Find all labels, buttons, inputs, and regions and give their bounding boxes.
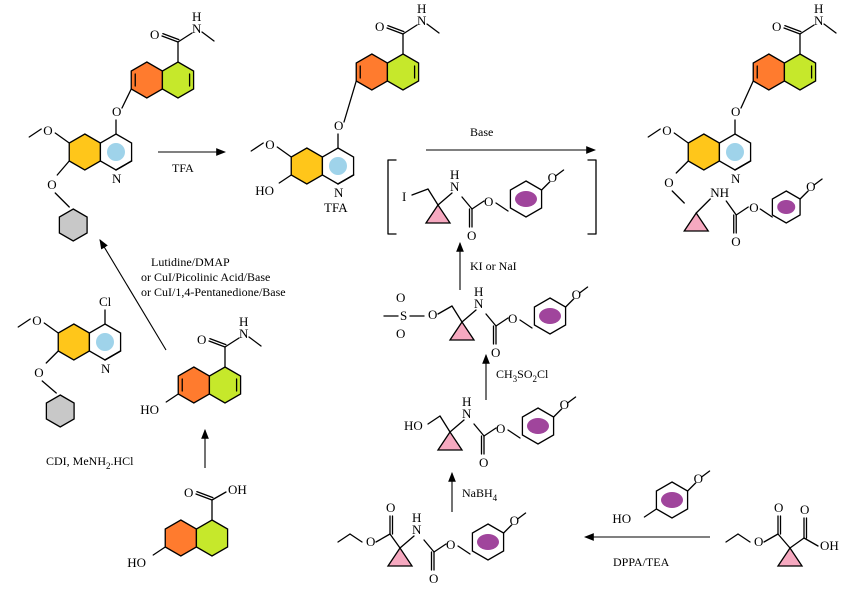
coupling-label-2: or CuI/Picolinic Acid/Base [141, 270, 270, 284]
svg-text:S: S [400, 308, 407, 323]
svg-text:O: O [112, 104, 121, 119]
svg-text:H: H [239, 314, 248, 329]
svg-text:O: O [479, 455, 488, 470]
svg-text:H: H [412, 510, 421, 525]
svg-text:N: N [412, 522, 422, 537]
svg-text:O: O [366, 534, 375, 549]
svg-text:O: O [184, 485, 193, 500]
svg-text:N: N [814, 13, 824, 28]
svg-text:O: O [508, 311, 517, 326]
svg-text:N: N [192, 21, 202, 36]
svg-text:O: O [396, 290, 405, 305]
base-label: Base [470, 125, 493, 139]
svg-text:O: O [32, 313, 41, 328]
svg-text:O: O [548, 170, 557, 185]
svg-text:NH: NH [710, 185, 729, 200]
svg-text:O: O [396, 326, 405, 341]
svg-text:O: O [731, 104, 740, 119]
svg-text:O: O [265, 137, 274, 152]
svg-text:OH: OH [820, 538, 839, 553]
svg-text:H: H [474, 284, 483, 299]
arrow-coupling [99, 239, 167, 351]
svg-text:O: O [806, 179, 815, 194]
svg-text:N: N [334, 185, 344, 200]
svg-text:N: N [474, 296, 484, 311]
svg-text:O: O [47, 177, 56, 192]
svg-text:O: O [662, 123, 671, 138]
svg-text:O: O [772, 19, 781, 34]
svg-text:N: N [239, 326, 249, 341]
svg-text:I: I [402, 189, 406, 204]
svg-text:O: O [386, 500, 395, 515]
svg-text:HO: HO [127, 555, 146, 570]
svg-text:N: N [462, 406, 472, 421]
svg-text:H: H [814, 1, 823, 16]
svg-text:N: N [417, 13, 427, 28]
svg-text:O: O [429, 571, 438, 586]
svg-text:HO: HO [255, 183, 274, 198]
dppa-label: DPPA/TEA [613, 555, 670, 569]
compound-cyclopropane-acid: O O O OH [725, 500, 839, 567]
svg-text:O: O [484, 194, 493, 209]
svg-text:O: O [496, 421, 505, 436]
compound-chloroquinoline: N ClO O [17, 294, 122, 428]
svg-text:O: O [34, 365, 43, 380]
svg-text:O: O [731, 234, 740, 249]
svg-text:H: H [450, 167, 459, 182]
svg-text:Cl: Cl [99, 294, 112, 309]
ki-label: KI or NaI [470, 259, 517, 273]
mesyl-chloride-label: CH3SO2Cl [496, 367, 549, 384]
svg-text:H: H [192, 9, 201, 24]
svg-text:OH: OH [228, 482, 247, 497]
svg-text:N: N [101, 361, 111, 376]
svg-text:O: O [694, 471, 703, 486]
compound-naphthoic-acid: O OH HO [127, 482, 247, 570]
svg-text:N: N [112, 171, 122, 186]
svg-text:N: N [450, 179, 460, 194]
compound-hydroxy-naphthamide: O NH HO [140, 314, 262, 417]
svg-text:O: O [491, 345, 500, 360]
compound-ester-carbamate: NH O O O O O [337, 500, 527, 586]
svg-text:O: O [150, 27, 159, 42]
svg-text:O: O [375, 19, 384, 34]
coupling-label-1: Lutidine/DMAP [151, 255, 230, 269]
svg-text:O: O [664, 175, 673, 190]
svg-text:O: O [197, 332, 206, 347]
svg-text:O: O [749, 200, 758, 215]
coupling-label-3: or CuI/1,4-Pentanedione/Base [141, 285, 286, 299]
compound-anisyl-alcohol: HO O [612, 470, 711, 526]
svg-text:O: O [510, 513, 519, 528]
svg-text:H: H [417, 1, 426, 16]
svg-text:HO: HO [612, 511, 631, 526]
svg-text:O: O [754, 534, 763, 549]
compound-iodide-bracketed: NH O O O I [387, 159, 597, 243]
svg-text:H: H [462, 394, 471, 409]
nabh4-label: NaBH4 [462, 486, 498, 503]
amidation-label: CDI, MeNH2.HCl [46, 454, 134, 471]
svg-text:O: O [446, 537, 455, 552]
svg-text:TFA: TFA [324, 200, 348, 215]
svg-text:O: O [560, 397, 569, 412]
svg-text:O: O [334, 118, 343, 133]
svg-text:O: O [467, 228, 476, 243]
svg-text:O: O [572, 287, 581, 302]
svg-text:O: O [428, 307, 437, 322]
svg-text:O: O [774, 500, 783, 515]
svg-text:HO: HO [404, 418, 423, 433]
svg-text:O: O [43, 123, 52, 138]
svg-text:N: N [731, 171, 741, 186]
svg-text:O: O [800, 502, 809, 517]
svg-text:HO: HO [140, 402, 159, 417]
tfa-label: TFA [172, 161, 194, 175]
